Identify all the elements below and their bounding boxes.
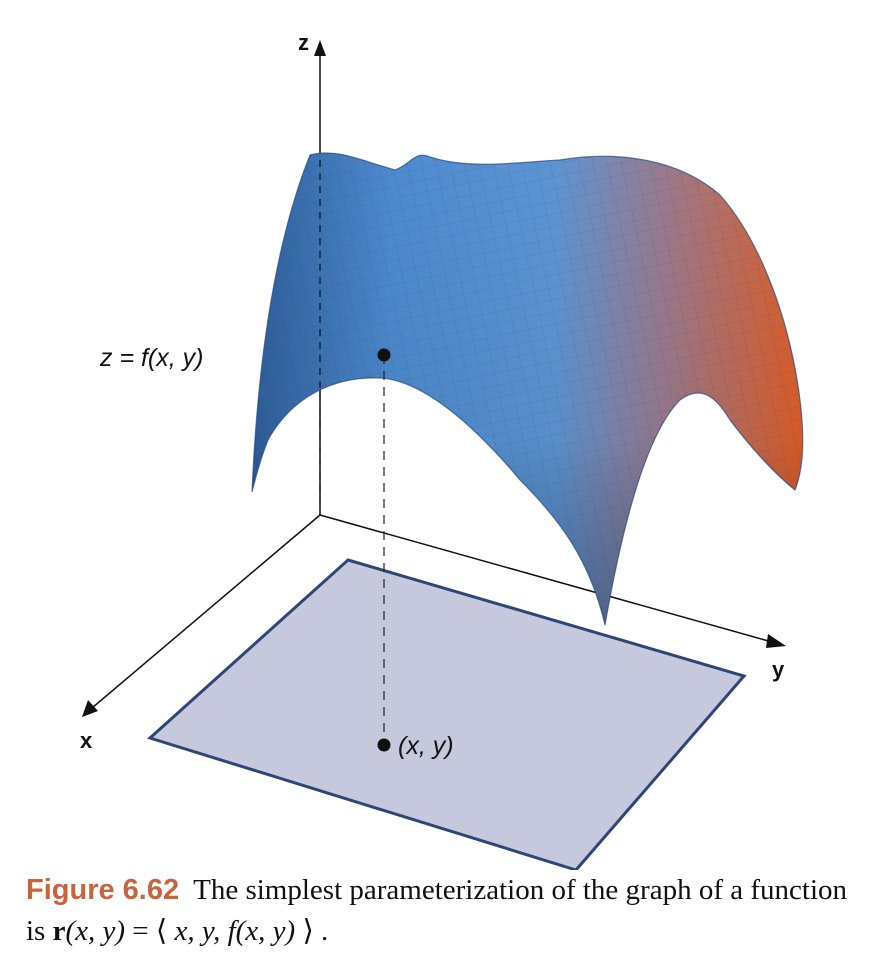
caption-r: r: [52, 915, 66, 947]
x-axis-label: x: [80, 728, 93, 753]
caption-tuple: x, y, f(x, y): [174, 915, 296, 947]
y-axis-arrowhead: [766, 634, 786, 648]
z-axis-label: z: [298, 30, 309, 55]
surface-outline: [251, 152, 804, 626]
surface-point: [377, 348, 391, 362]
parametric-surface-figure: z y x z = f(x, y) (x, y): [80, 30, 804, 870]
caption-end: ⟩ .: [295, 915, 329, 947]
caption-equals: = ⟨: [125, 915, 175, 947]
caption-text: The simplest parameterization of the gra…: [26, 874, 847, 947]
domain-region: [147, 558, 747, 870]
surface: [251, 152, 804, 626]
y-axis-label: y: [772, 657, 785, 682]
x-axis-arrowhead: [82, 700, 98, 717]
domain-point: [377, 738, 391, 752]
z-axis-arrowhead: [314, 40, 326, 56]
x-axis: [91, 514, 321, 709]
point-label: (x, y): [398, 732, 454, 760]
surface-label: z = f(x, y): [99, 344, 203, 372]
caption-args: (x, y): [65, 915, 126, 947]
y-axis: [319, 514, 773, 643]
figure-number: Figure 6.62: [26, 874, 180, 906]
